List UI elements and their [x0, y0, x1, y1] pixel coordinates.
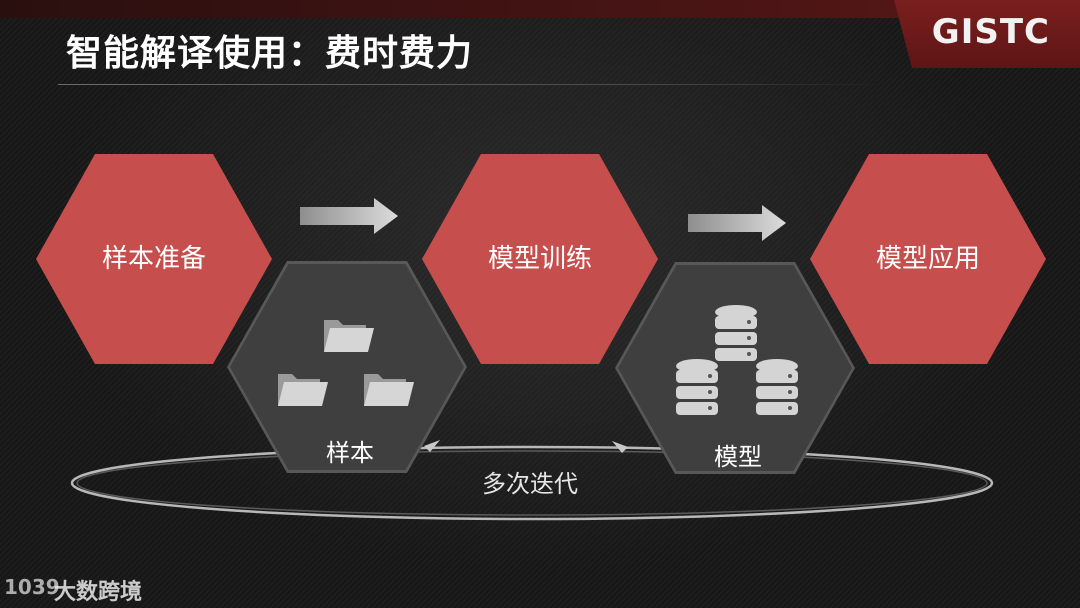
title-divider — [58, 84, 886, 85]
database-icon — [676, 359, 718, 415]
arrow-right-icon — [688, 205, 786, 241]
step-label-train: 模型训练 — [487, 244, 592, 274]
loop-arrowhead-right — [612, 441, 628, 453]
samples-hexagon — [230, 264, 464, 470]
samples-label: 样本 — [326, 439, 374, 467]
database-icon — [715, 305, 757, 361]
watermark-text: 大数跨境 — [54, 580, 143, 605]
database-icon — [756, 359, 798, 415]
watermark-number: 1039 — [4, 575, 60, 599]
arrow-right-icon — [300, 198, 398, 234]
folder-icon — [364, 374, 414, 406]
top-band — [0, 0, 1080, 18]
step-label-prepare: 样本准备 — [101, 244, 206, 274]
models-label: 模型 — [714, 443, 762, 471]
loop-label: 多次迭代 — [482, 470, 578, 498]
models-hexagon — [618, 265, 852, 471]
folder-icon — [324, 320, 374, 352]
brand-logo: GISTC — [931, 12, 1050, 52]
logo-tab — [894, 0, 1080, 68]
folder-icon — [278, 374, 328, 406]
page-title: 智能解译使用：费时费力 — [66, 33, 474, 74]
loop-arrowhead-left — [424, 440, 440, 452]
step-label-apply: 模型应用 — [875, 244, 980, 274]
